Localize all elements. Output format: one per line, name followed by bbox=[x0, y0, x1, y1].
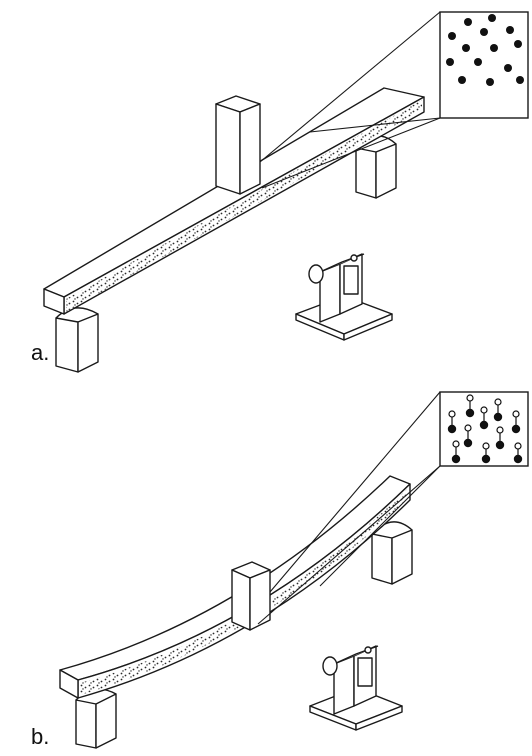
camera-icon bbox=[295, 253, 393, 341]
panel-b bbox=[59, 391, 529, 749]
left-support-pillar bbox=[75, 688, 117, 749]
speckle-band bbox=[66, 100, 422, 312]
zoom-lines bbox=[257, 391, 441, 625]
displaced-particles bbox=[447, 394, 523, 464]
load-block bbox=[231, 561, 271, 631]
zoom-lines bbox=[259, 11, 441, 189]
particle-zoom-inset bbox=[439, 391, 529, 467]
left-support-pillar bbox=[55, 307, 99, 373]
panel-label-a: a. bbox=[31, 340, 50, 365]
particles bbox=[446, 14, 524, 86]
panel-a bbox=[43, 11, 529, 373]
panel-label-b: b. bbox=[31, 724, 50, 749]
camera-icon bbox=[309, 645, 403, 731]
load-block bbox=[215, 95, 261, 195]
beam-bent bbox=[59, 475, 411, 699]
right-support-pillar bbox=[371, 521, 413, 585]
particle-zoom-inset bbox=[439, 11, 529, 119]
speckle-band bbox=[80, 488, 408, 695]
